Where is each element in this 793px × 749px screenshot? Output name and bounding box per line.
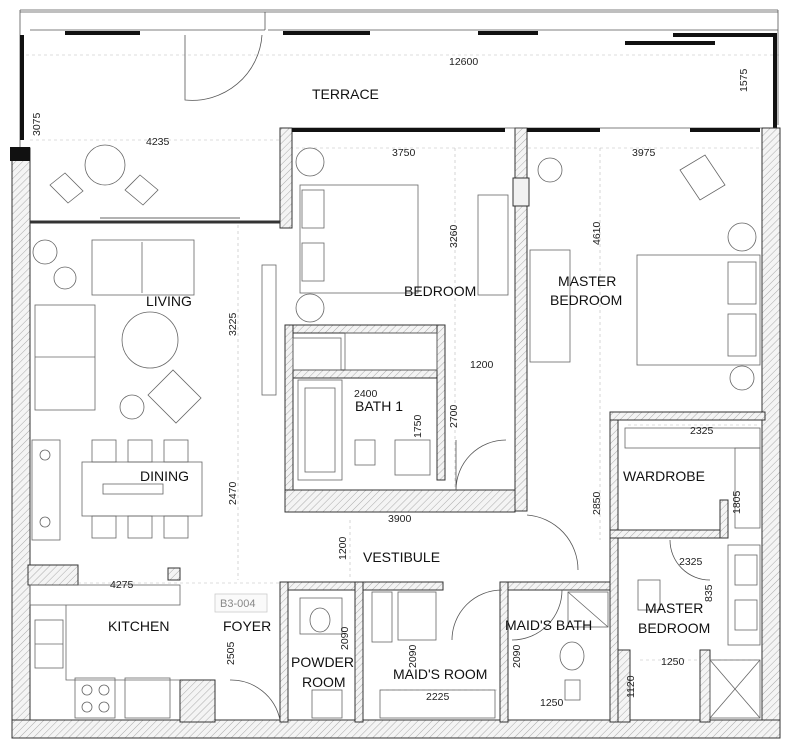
- doors: [229, 439, 711, 721]
- master-furniture: [529, 154, 761, 391]
- dim-terrace-depth-left: 3075: [31, 112, 43, 136]
- dim-shower-depth: 1120: [625, 675, 637, 698]
- dim-terrace-width: 12600: [449, 56, 478, 68]
- dim-living-depth: 3225: [227, 312, 239, 336]
- dim-master-bath-side: 835: [703, 584, 715, 602]
- dim-master-bath-width: 2325: [679, 556, 703, 568]
- dim-corridor: 1200: [470, 359, 494, 371]
- dim-master-depth: 4610: [591, 221, 603, 245]
- room-label-terrace: TERRACE: [312, 86, 379, 102]
- wardrobe-fixtures: [624, 427, 761, 529]
- room-label-master-bath-line2: BEDROOM: [638, 620, 710, 636]
- dim-bedroom-depth: 3260: [448, 224, 460, 248]
- room-label-wardrobe: WARDROBE: [623, 468, 705, 484]
- room-label-foyer: FOYER: [223, 618, 271, 634]
- room-label-master-line1: MASTER: [558, 273, 616, 289]
- room-labels: TERRACE LIVING DINING KITCHEN FOYER BEDR…: [108, 86, 710, 690]
- room-label-master-line2: BEDROOM: [550, 292, 622, 308]
- interior-walls: [27, 205, 766, 723]
- dimension-labels: 12600 4235 3750 3975 1200 2400 3900 4275…: [110, 56, 714, 709]
- unit-code-box: [214, 593, 268, 613]
- dim-wardrobe-depth: 1805: [731, 490, 743, 514]
- dim-maids-room-width: 2225: [426, 691, 450, 703]
- room-label-maids-bath: MAID'S BATH: [505, 617, 592, 633]
- dim-terrace-depth-right: 1575: [738, 68, 750, 92]
- dim-foyer-depth: 2505: [225, 641, 237, 665]
- dim-master-width: 3975: [632, 147, 656, 159]
- dim-bath1-depth: 1750: [412, 414, 424, 438]
- exterior-walls: [10, 127, 781, 739]
- dim-dining-depth: 2470: [227, 481, 239, 505]
- kitchen-furniture: [29, 584, 181, 719]
- service-fixtures: [299, 591, 609, 719]
- dim-living-width: 4235: [146, 136, 170, 148]
- master-bath-fixtures: [637, 544, 761, 719]
- room-label-bath1: BATH 1: [355, 398, 403, 414]
- dim-bath1-side: 2700: [448, 404, 460, 428]
- dim-master-side: 2850: [591, 491, 603, 515]
- dim-wardrobe-width: 2325: [690, 425, 714, 437]
- dim-bath1-width: 2400: [354, 388, 378, 400]
- room-label-powder-line1: POWDER: [291, 654, 354, 670]
- room-label-dining: DINING: [140, 468, 189, 484]
- room-label-kitchen: KITCHEN: [108, 618, 169, 634]
- living-furniture: [32, 239, 277, 424]
- dim-powder-depth: 2090: [339, 626, 351, 650]
- dim-maids-bath-side: 2090: [511, 644, 523, 668]
- dim-maids-room-depth: 2090: [407, 644, 419, 668]
- dimension-labels-vertical: 3075 1575 3225 2470 3260 4610 1750 2700 …: [31, 68, 750, 698]
- bath1-fixtures: [297, 379, 431, 481]
- dining-furniture: [31, 439, 203, 541]
- room-label-master-bath-line1: MASTER: [645, 600, 703, 616]
- dim-shower-width: 1250: [661, 656, 685, 668]
- bedroom-furniture: [292, 147, 509, 371]
- dim-maids-bath-width: 1250: [540, 697, 564, 709]
- room-label-living: LIVING: [146, 293, 192, 309]
- room-label-maids-room: MAID'S ROOM: [393, 666, 487, 682]
- room-label-powder-line2: ROOM: [302, 674, 346, 690]
- dim-vestibule-width: 3900: [388, 513, 412, 525]
- room-label-vestibule: VESTIBULE: [363, 549, 440, 565]
- terrace-furniture: [49, 144, 159, 206]
- terrace-outline: [19, 9, 779, 150]
- dim-vestibule-depth: 1200: [337, 536, 349, 560]
- dim-kitchen-width: 4275: [110, 579, 134, 591]
- unit-code: B3-004: [220, 598, 255, 610]
- dim-bedroom-width: 3750: [392, 147, 416, 159]
- room-label-bedroom: BEDROOM: [404, 283, 476, 299]
